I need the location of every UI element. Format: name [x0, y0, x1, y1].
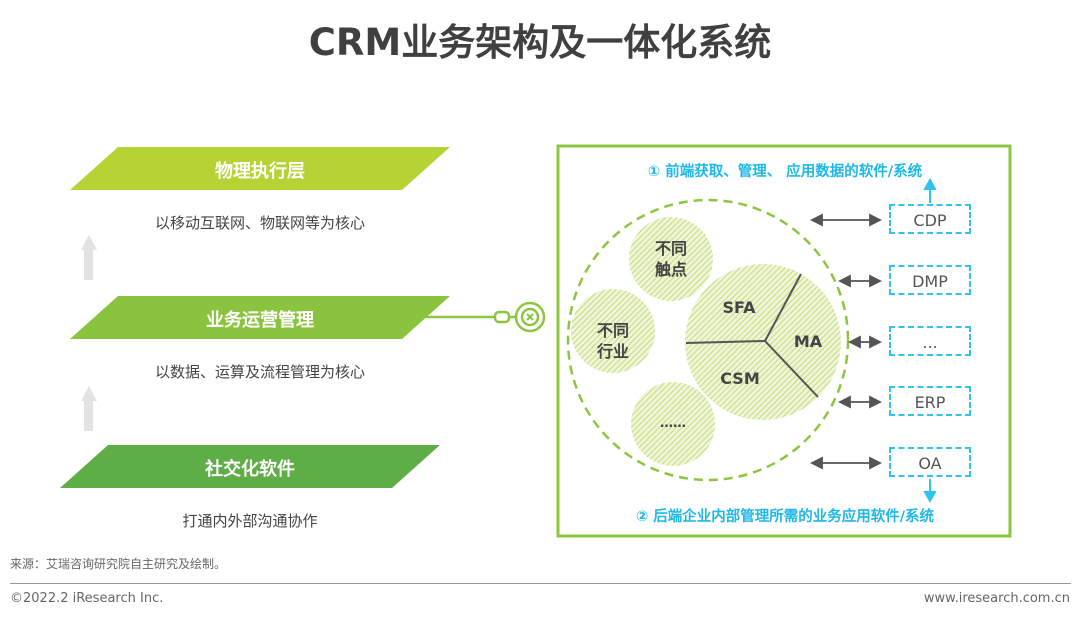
more-line1: ……	[660, 416, 686, 431]
up-arrow-icon	[81, 235, 97, 280]
front-end-label: ① 前端获取、管理、 应用数据的软件/系统	[647, 164, 923, 180]
system-box-more: ...	[889, 326, 971, 356]
touchpoints-line1: 不同	[654, 239, 687, 258]
segment-sfa: SFA	[722, 298, 756, 317]
ecosystem-circle	[566, 198, 850, 482]
more-circle	[631, 382, 715, 466]
back-end-label: ② 后端企业内部管理所需的业务应用软件/系统	[635, 509, 935, 525]
double-arrow-icon	[847, 335, 883, 349]
double-arrow-icon	[837, 395, 883, 409]
system-panel	[556, 144, 1012, 538]
segment-ma: MA	[793, 332, 823, 351]
website-link[interactable]: www.iresearch.com.cn	[923, 591, 1070, 606]
layer-social-label: 社交化软件	[205, 459, 295, 480]
industries-label: 不同 行业	[583, 320, 643, 362]
double-arrow-icon	[837, 274, 883, 288]
layer-physical-description: 以移动互联网、物联网等为核心	[154, 214, 365, 232]
layer-business-label: 业务运营管理	[206, 310, 314, 331]
industries-line2: 行业	[596, 342, 629, 361]
footer-divider	[10, 583, 1071, 584]
industries-circle	[571, 289, 655, 373]
touchpoints-line2: 触点	[654, 260, 687, 279]
system-box-dmp: DMP	[889, 265, 971, 295]
layer-social-description: 打通内外部沟通协作	[182, 512, 318, 530]
system-box-cdp: CDP	[889, 204, 971, 234]
more-label: ……	[643, 413, 703, 434]
up-arrow-icon	[81, 386, 97, 431]
layer-physical-label: 物理执行层	[215, 161, 305, 182]
touchpoints-label: 不同 触点	[641, 238, 701, 280]
core-dividers	[685, 273, 819, 398]
touchpoints-circle	[629, 217, 713, 301]
layer-social-shape	[60, 445, 440, 488]
page-title: CRM业务架构及一体化系统	[308, 21, 772, 64]
down-arrow-icon	[923, 479, 937, 504]
segment-csm: CSM	[720, 369, 760, 388]
magnifier-link-icon	[425, 301, 546, 333]
layer-business-description: 以数据、运算及流程管理为核心	[154, 363, 365, 381]
layer-physical-shape	[70, 147, 450, 190]
copyright: ©2022.2 iResearch Inc.	[10, 591, 164, 606]
system-box-erp: ERP	[889, 386, 971, 416]
system-box-oa: OA	[889, 447, 971, 477]
double-arrow-icon	[809, 213, 883, 227]
double-arrow-icon	[809, 456, 883, 470]
up-arrow-icon	[923, 177, 937, 203]
industries-line1: 不同	[596, 321, 629, 340]
source-note: 来源：艾瑞咨询研究院自主研究及绘制。	[10, 557, 227, 571]
layer-business-shape	[70, 296, 450, 339]
